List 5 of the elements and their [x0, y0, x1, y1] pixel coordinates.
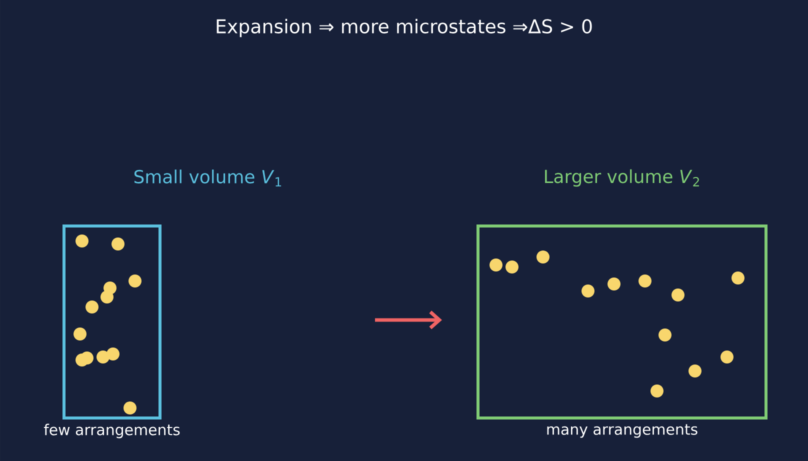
title: Expansion ⇒ more microstates ⇒ΔS > 0 [216, 18, 592, 38]
node-label: many arrangements [547, 424, 698, 438]
volume-heading: Larger volume V$_{2}$ [545, 169, 699, 187]
node-label: few arrangements [44, 424, 180, 438]
volume-heading: Small volume V$_{1}$ [134, 170, 282, 186]
